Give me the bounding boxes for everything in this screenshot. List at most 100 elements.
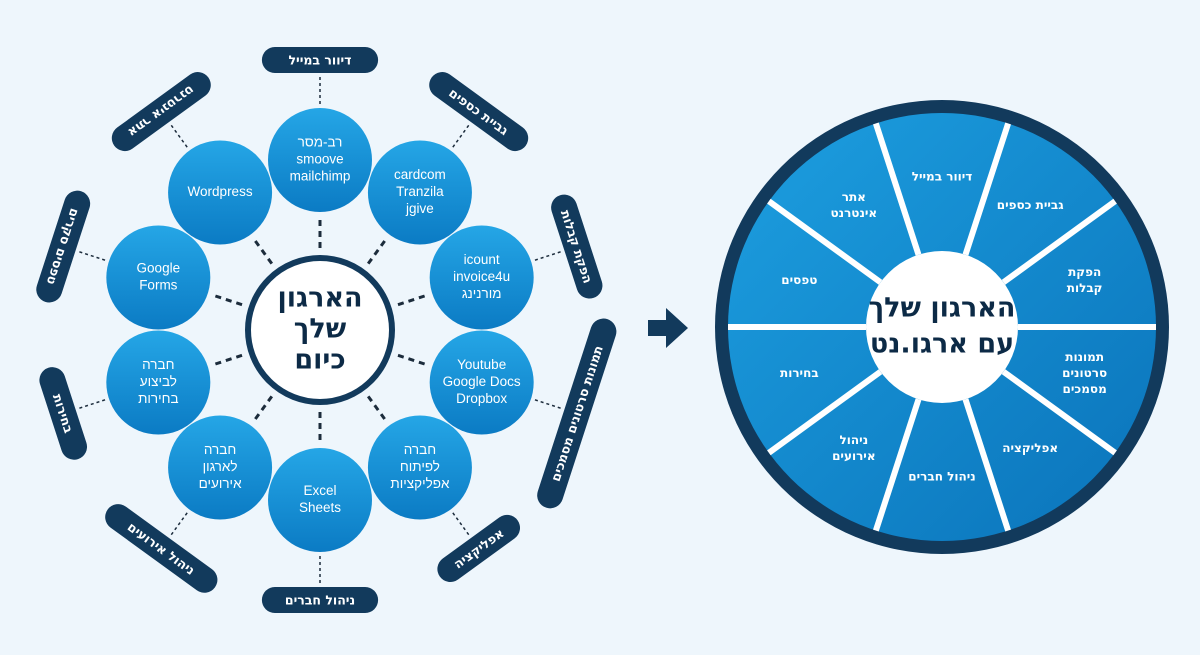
- tool-bubble: רב-מסר smoove mailchimp: [268, 108, 372, 212]
- tool-bubble-label: לארגון: [203, 459, 238, 474]
- pill-connector: [168, 512, 188, 538]
- category-pill: גביית כספים: [429, 72, 529, 152]
- hub-title: שלך: [294, 314, 347, 345]
- tool-bubble-label: מורנינג: [462, 286, 502, 301]
- wheel-segment: אתר אינטרנט: [830, 190, 877, 220]
- pill-connector: [76, 399, 106, 410]
- wheel-divider: [873, 122, 922, 256]
- pill-connector: [76, 250, 106, 261]
- pill-connector: [452, 512, 472, 538]
- wheel-divider: [767, 369, 883, 456]
- category-pill-shape: [105, 504, 218, 593]
- wheel-segment-label: הפקת: [1068, 265, 1101, 279]
- category-pill: תמונות סרטונים מסמכים: [537, 318, 617, 509]
- wheel-segment-label: סרטונים: [1062, 366, 1107, 380]
- wheel-segment-label: אפליקציה: [1002, 441, 1058, 455]
- tool-bubble-circle: [268, 448, 372, 552]
- category-pill-label: ניהול אירועים: [125, 519, 198, 578]
- tool-bubble-label: חברה: [142, 357, 174, 372]
- wheel-dividers: [728, 122, 1156, 532]
- category-pill-shape: [261, 587, 379, 613]
- hub-connector: [397, 293, 429, 307]
- hub-connector: [251, 236, 274, 265]
- category-pill: אתר אינטרנט: [111, 72, 211, 152]
- tool-bubble-label: mailchimp: [290, 169, 351, 184]
- hub-circle: [245, 255, 395, 405]
- category-pill: דיוור במייל: [261, 47, 379, 73]
- hub-title: כיום: [294, 345, 345, 376]
- tool-bubble-label: Youtube: [457, 357, 506, 372]
- tool-bubble-label: Sheets: [299, 500, 341, 515]
- tool-bubble-circle: [268, 108, 372, 212]
- tool-bubble-circle: [168, 140, 273, 245]
- tool-bubble-circle: [106, 330, 211, 435]
- tool-bubble-label: Excel: [303, 483, 336, 498]
- category-pill-shape: [39, 367, 88, 460]
- wheel-segment: טפסים: [781, 273, 817, 287]
- tool-bubble-label: Google Docs: [443, 374, 521, 389]
- tool-bubble: חברה לפיתוח אפליקציות: [367, 415, 472, 520]
- tool-bubble-label: לביצוע: [140, 374, 177, 389]
- pill-connector: [534, 250, 564, 261]
- tool-bubble-label: חברה: [404, 442, 436, 457]
- wheel-segment: דיוור במייל: [912, 170, 973, 184]
- wheel-divider: [962, 398, 1011, 532]
- category-pill-label: אתר אינטרנט: [125, 83, 197, 141]
- tool-bubble-label: אירועים: [199, 476, 242, 491]
- tool-bubble-label: Wordpress: [188, 184, 253, 199]
- category-pill-label: תמונות סרטונים מסמכים: [548, 344, 606, 484]
- hub-connector: [251, 395, 274, 424]
- tool-bubble-label: icount: [464, 252, 500, 267]
- wheel-segment: גביית כספים: [997, 198, 1064, 212]
- category-pill-shape: [261, 47, 379, 73]
- wheel-divider: [873, 398, 922, 532]
- tool-bubble-label: smoove: [296, 152, 343, 167]
- category-pill-label: ניהול חברים: [285, 593, 355, 608]
- tool-bubble-circle: [367, 415, 472, 520]
- tool-bubble-label: jgive: [405, 201, 434, 216]
- hub-connector: [366, 395, 389, 424]
- argonet-hub-title: עם ארגו.נט: [870, 329, 1014, 360]
- tool-bubble-label: Forms: [139, 278, 177, 293]
- wheel-divider: [962, 122, 1011, 256]
- hub-connector: [366, 236, 389, 265]
- category-pill-shape: [537, 318, 617, 509]
- wheel-segment: ניהול חברים: [908, 470, 975, 484]
- wheel-segment-label: אינטרנט: [830, 206, 877, 220]
- tool-bubble-label: בחירות: [138, 391, 179, 406]
- category-pill: טפסים סקרים: [36, 190, 91, 303]
- tool-bubble-circle: [429, 330, 534, 435]
- category-pill-shape: [111, 72, 211, 152]
- category-pill: ניהול חברים: [261, 587, 379, 613]
- hub-connector: [211, 293, 243, 307]
- tool-bubble-circle: [367, 140, 472, 245]
- tool-bubble-label: אפליקציות: [390, 476, 450, 491]
- wheel-segment: בחירות: [780, 366, 819, 380]
- wheel-divider: [1001, 198, 1117, 285]
- wheel-segment-label: אתר: [842, 190, 866, 204]
- pill-connector: [534, 399, 564, 410]
- wheel-segment-label: קבלות: [1067, 281, 1103, 295]
- wheel-segment-label: דיוור במייל: [912, 170, 973, 184]
- category-pill-shape: [551, 194, 603, 299]
- connectors: [76, 74, 564, 586]
- tool-bubble-label: רב-מסר: [298, 135, 343, 150]
- tool-bubble-circle: [168, 415, 273, 520]
- hub-connector: [397, 353, 429, 367]
- tool-bubble: חברה לביצוע בחירות: [106, 330, 211, 435]
- wheel-divider: [1001, 369, 1117, 456]
- tool-bubble-label: Dropbox: [456, 391, 507, 406]
- tool-bubble-label: לפיתוח: [400, 459, 440, 474]
- category-pill: הפקת קבלות: [551, 194, 603, 299]
- category-pill-shape: [429, 72, 529, 152]
- tool-bubble-label: Google: [137, 261, 181, 276]
- right-arrow-icon: [648, 308, 688, 348]
